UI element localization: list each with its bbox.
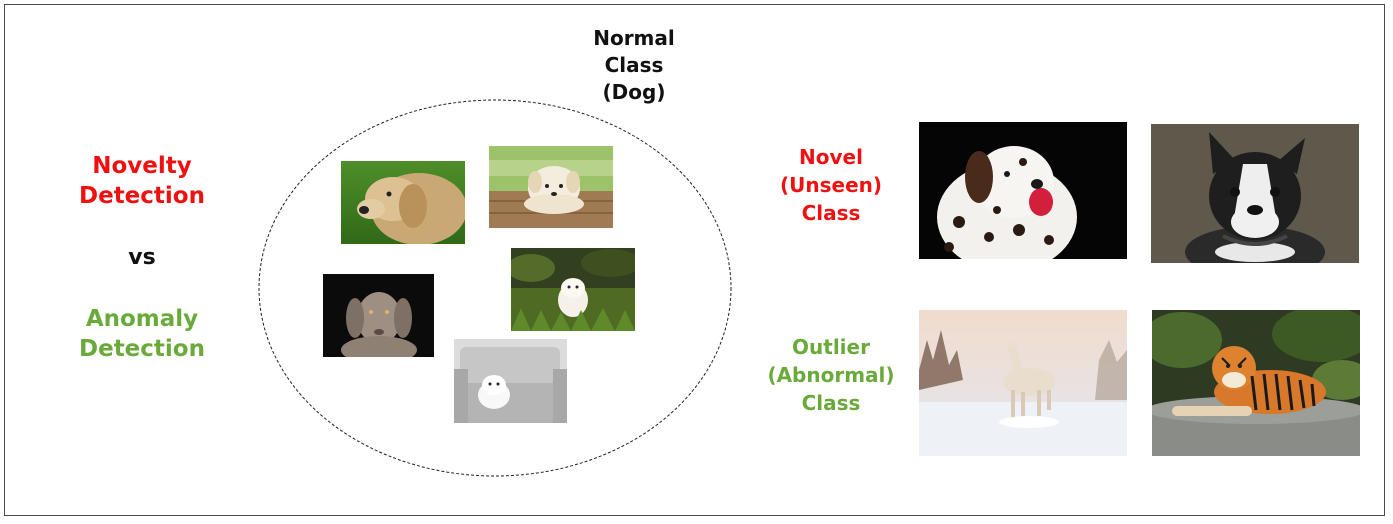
novel-photo-dalmatian xyxy=(919,122,1127,259)
outlier-photo-white-horse xyxy=(919,310,1127,456)
novel-line-3: Class xyxy=(801,201,861,225)
novelty-line-2: Detection xyxy=(79,182,205,209)
novel-photo-boston-terrier xyxy=(1151,124,1359,263)
vs-label: vs xyxy=(128,245,156,270)
anomaly-line-1: Anomaly xyxy=(85,306,199,332)
outlier-line-1: Outlier xyxy=(792,335,870,359)
dog-photo-white-dog-sofa xyxy=(454,339,567,423)
anomaly-detection-label: Anomaly Detection xyxy=(62,305,222,365)
outlier-photo-tiger xyxy=(1152,310,1360,456)
novel-class-label: Novel (Unseen) Class xyxy=(756,143,906,227)
outlier-line-3: Class xyxy=(801,391,861,415)
novelty-detection-label: Novelty Detection xyxy=(62,152,222,212)
dog-photo-white-puppy-deck xyxy=(489,146,613,228)
normal-line-1: Normal xyxy=(593,26,675,50)
novel-line-2: (Unseen) xyxy=(779,173,883,197)
outlier-class-label: Outlier (Abnormal) Class xyxy=(756,333,906,417)
dog-photo-golden-retriever xyxy=(341,161,465,244)
outlier-line-2: (Abnormal) xyxy=(767,363,895,387)
novelty-line-1: Novelty xyxy=(92,153,192,179)
normal-class-title: Normal Class (Dog) xyxy=(574,25,694,106)
normal-line-2: Class xyxy=(604,53,664,77)
dog-photo-weimaraner xyxy=(323,274,434,357)
dog-photo-white-dog-grass xyxy=(511,248,635,331)
normal-line-3: (Dog) xyxy=(602,80,666,104)
novel-line-1: Novel xyxy=(799,145,863,169)
normal-class-boundary xyxy=(258,99,732,477)
anomaly-line-2: Detection xyxy=(79,335,205,362)
